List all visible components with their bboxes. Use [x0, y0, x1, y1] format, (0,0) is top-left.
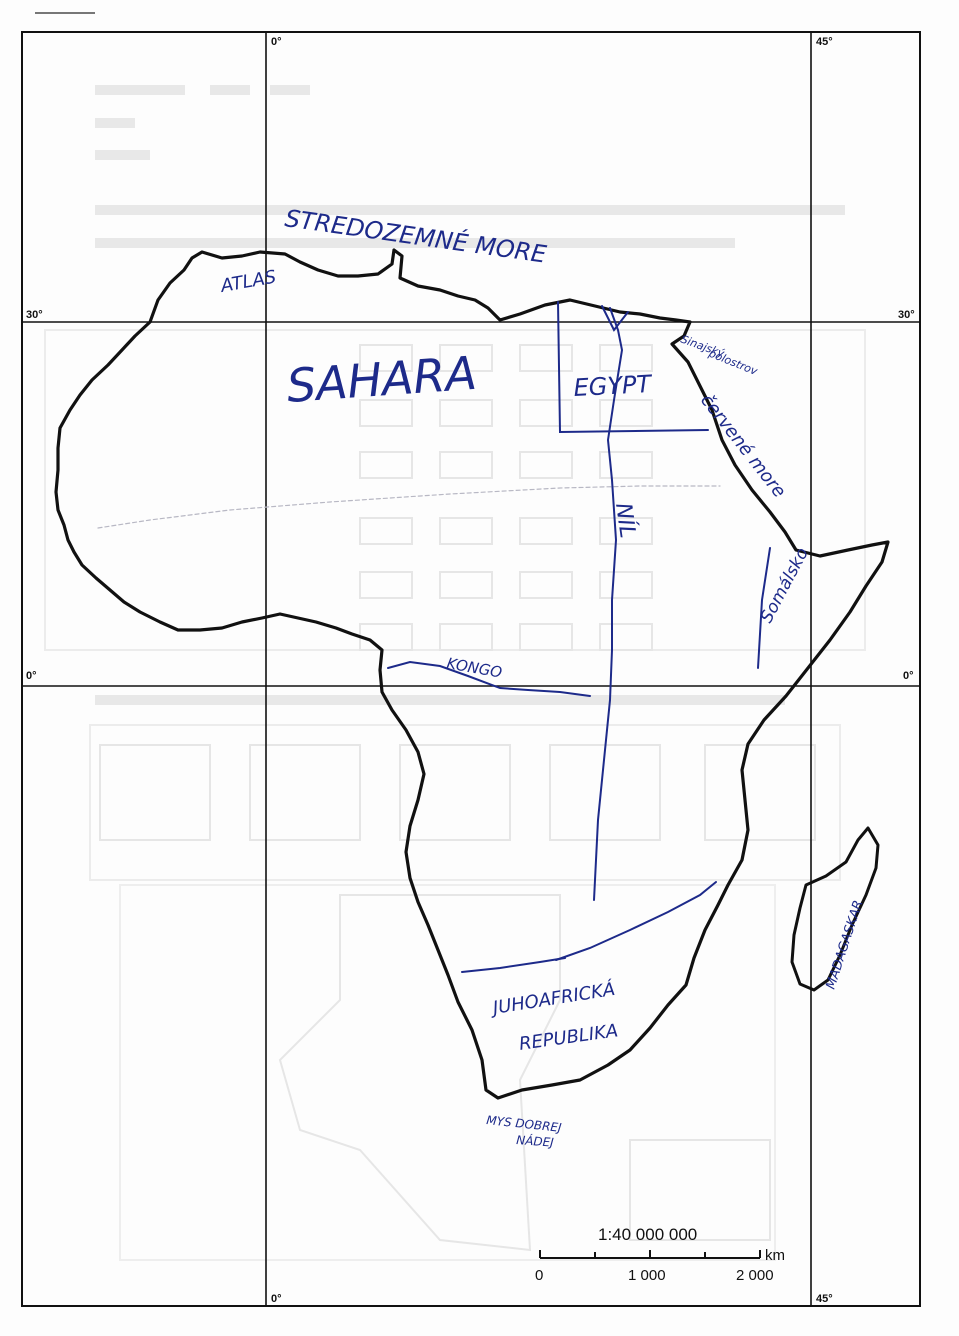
- label-red-sea: červené more: [696, 390, 790, 502]
- label-sinai-line2: polostrov: [706, 346, 760, 378]
- label-equator-left: 0°: [26, 670, 37, 682]
- scale-unit: km: [765, 1247, 785, 1264]
- label-equator-right: 0°: [903, 670, 914, 682]
- congo-river-line: [387, 660, 591, 697]
- label-meridian-45-bottom: 45°: [816, 1293, 833, 1305]
- label-parallel-30-right: 30°: [898, 309, 915, 321]
- label-atlas: ATLAS: [218, 267, 278, 298]
- label-meridian-0-bottom: 0°: [271, 1293, 282, 1305]
- pen-annotations: [97, 301, 771, 973]
- label-cape-line2: NÁDEJ: [516, 1132, 555, 1150]
- label-parallel-30-left: 30°: [26, 309, 43, 321]
- south-africa-line-a: [461, 957, 566, 973]
- label-sahara: SAHARA: [285, 346, 478, 413]
- sahara-trace-line: [97, 485, 721, 529]
- label-cape-line1: MYS DOBREJ: [486, 1113, 563, 1135]
- somalia-boundary-line: [757, 547, 771, 669]
- scale-ratio: 1:40 000 000: [598, 1225, 697, 1244]
- label-meridian-0-top: 0°: [271, 36, 282, 48]
- label-south-africa-line2: REPUBLIKA: [518, 1020, 620, 1055]
- nile-river-line: [593, 307, 624, 901]
- scale-tick-2000: 2 000: [736, 1267, 774, 1284]
- map-frame: [21, 31, 921, 1307]
- egypt-border-line: [557, 301, 709, 434]
- label-egypt: EGYPT: [573, 370, 654, 402]
- show-through-background: [44, 85, 866, 1261]
- scale-tick-1000: 1 000: [628, 1267, 666, 1284]
- map-scale: 1:40 000 000 km 0 1 000 2 000: [535, 1225, 785, 1284]
- madagascar-outline: [790, 826, 880, 992]
- scale-tick-0: 0: [535, 1267, 543, 1284]
- south-africa-line-b: [555, 881, 717, 961]
- label-meridian-45-top: 45°: [816, 36, 833, 48]
- label-nile: NÍL: [610, 501, 641, 539]
- label-madagascar: MADAGASKAR: [824, 898, 867, 991]
- africa-coastline: [54, 248, 890, 1100]
